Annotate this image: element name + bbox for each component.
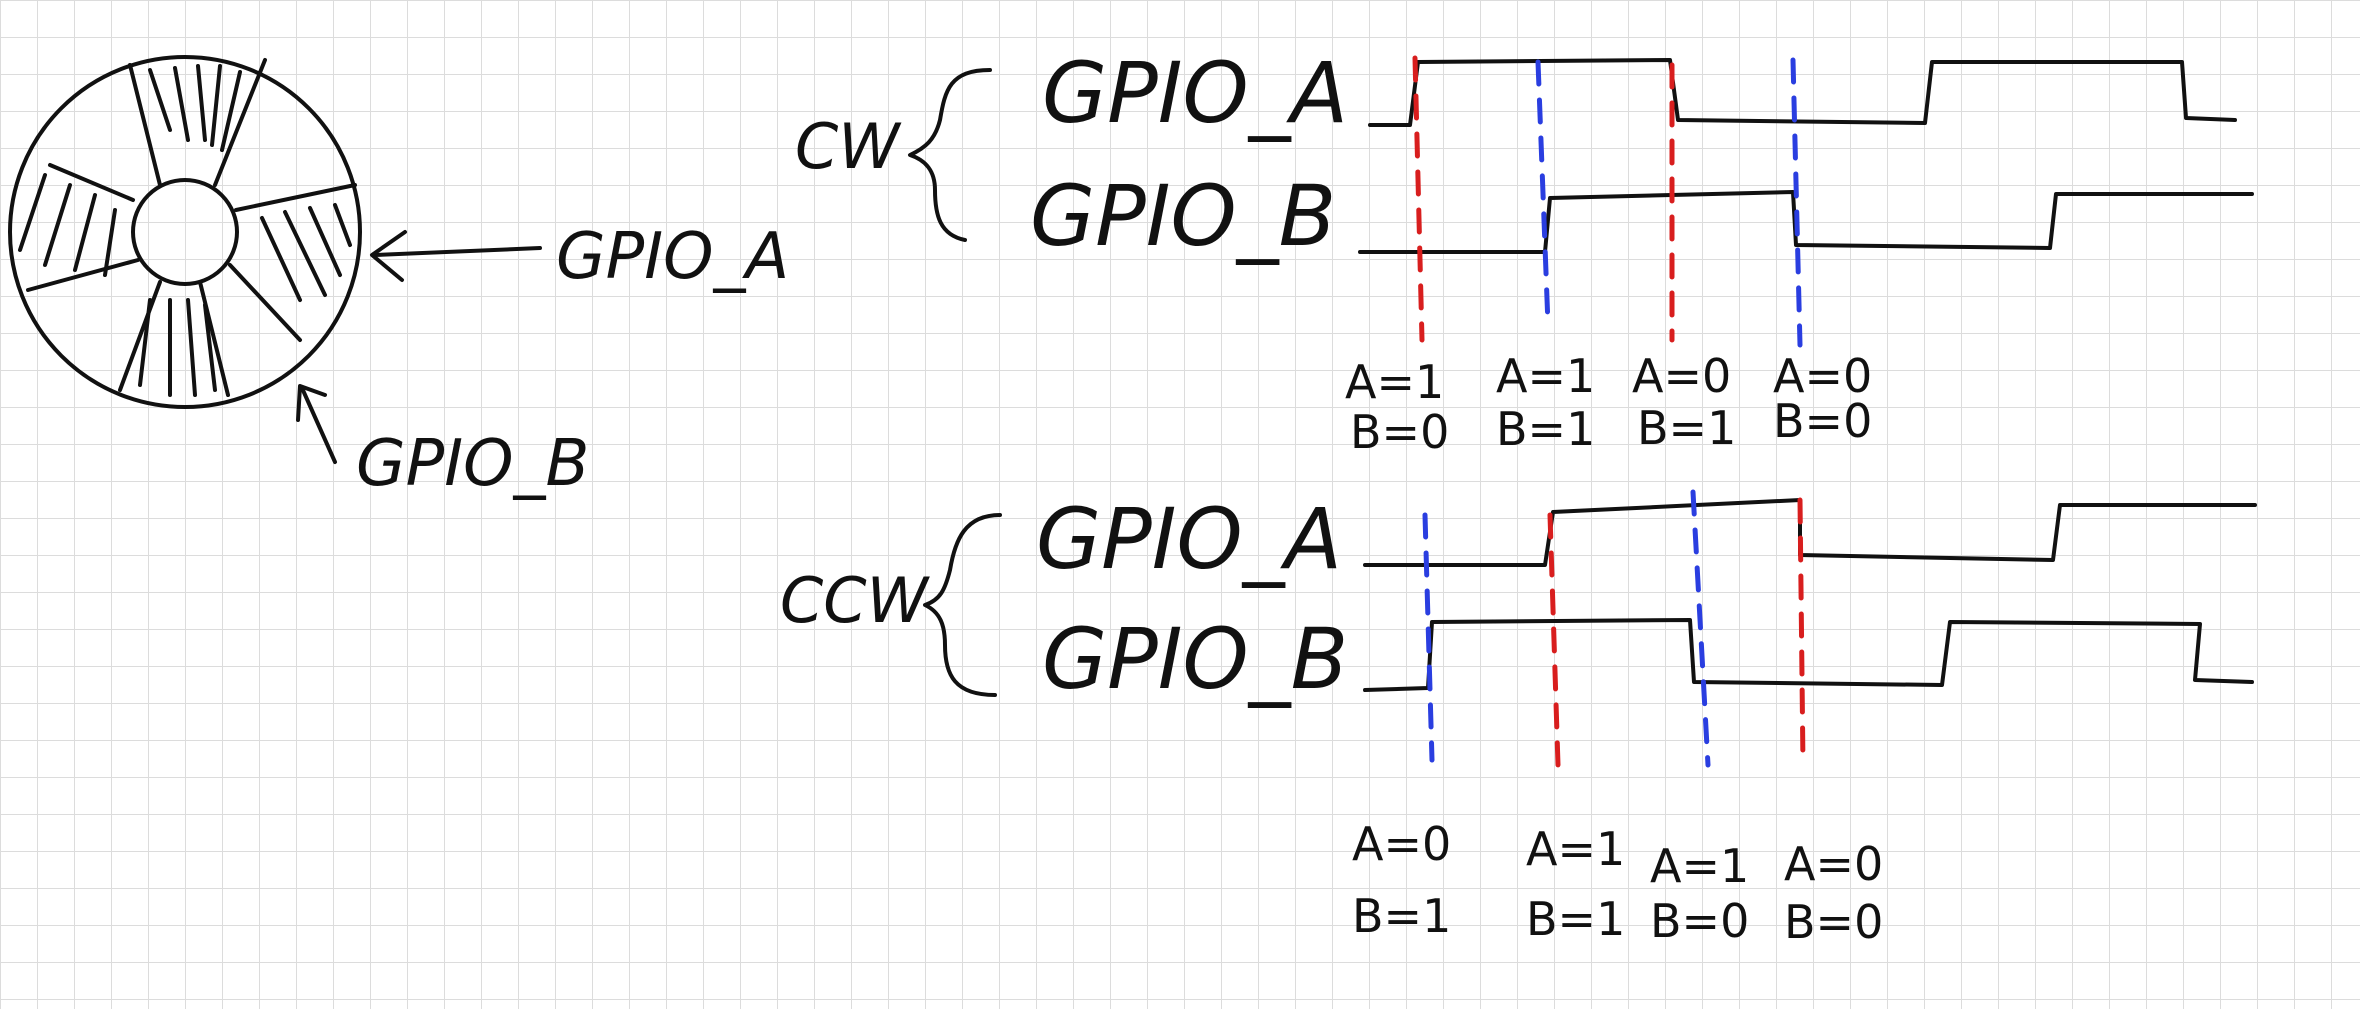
ccw-gpio-a-label: GPIO_A bbox=[1036, 490, 1342, 588]
ccw-state-2: A=1 B=1 bbox=[1526, 822, 1625, 946]
ccw-direction-label: CCW bbox=[780, 564, 931, 637]
cw-state-3-b: B=1 bbox=[1637, 401, 1736, 455]
cw-state-1-a: A=1 bbox=[1345, 355, 1444, 409]
cw-state-3: A=0 B=1 bbox=[1632, 349, 1736, 455]
ccw-state-1-a: A=0 bbox=[1352, 817, 1451, 871]
ccw-waveform-a bbox=[1363, 498, 2257, 567]
ccw-state-4-b: B=0 bbox=[1784, 895, 1883, 949]
encoder-hatching bbox=[18, 64, 352, 397]
ccw-state-2-b: B=1 bbox=[1526, 892, 1625, 946]
cw-waveform-b bbox=[1358, 190, 2254, 254]
cw-brace bbox=[908, 68, 992, 242]
ccw-state-3-a: A=1 bbox=[1650, 839, 1749, 893]
ccw-marker-1 bbox=[1422, 512, 1435, 763]
ccw-marker-3 bbox=[1690, 489, 1711, 768]
ccw-state-3-b: B=0 bbox=[1650, 894, 1749, 948]
ccw-state-1: A=0 B=1 bbox=[1352, 817, 1451, 943]
cw-marker-4 bbox=[1790, 57, 1803, 348]
ccw-state-2-a: A=1 bbox=[1526, 822, 1625, 876]
cw-state-2-a: A=1 bbox=[1496, 349, 1595, 403]
cw-direction-label: CW bbox=[795, 110, 902, 183]
cw-state-4-a: A=0 bbox=[1773, 349, 1872, 403]
cw-marker-1 bbox=[1412, 55, 1425, 343]
ccw-section: CCW GPIO_A GPIO_B A=0 B=1 A=1 B=1 A=1 B=… bbox=[780, 489, 2257, 949]
ccw-state-1-b: B=1 bbox=[1352, 889, 1451, 943]
cw-state-2-b: B=1 bbox=[1496, 402, 1595, 456]
encoder-spokes bbox=[26, 58, 357, 397]
cw-state-1-b: B=0 bbox=[1350, 405, 1449, 459]
cw-state-3-a: A=0 bbox=[1632, 349, 1731, 403]
ccw-state-3: A=1 B=0 bbox=[1650, 839, 1749, 948]
ccw-marker-4 bbox=[1797, 497, 1806, 768]
cw-state-4-b: B=0 bbox=[1773, 394, 1872, 448]
cw-state-4: A=0 B=0 bbox=[1773, 349, 1872, 448]
encoder-hub bbox=[131, 178, 239, 286]
encoder-wheel: GPIO_A GPIO_B bbox=[8, 55, 789, 501]
cw-section: CW GPIO_A GPIO_B A=1 B=0 A=1 B=1 A=0 B=1… bbox=[795, 44, 2254, 459]
ccw-state-4-a: A=0 bbox=[1784, 837, 1883, 891]
ccw-brace bbox=[923, 513, 1002, 697]
ccw-gpio-b-label: GPIO_B bbox=[1042, 610, 1348, 708]
cw-state-2: A=1 B=1 bbox=[1496, 349, 1595, 456]
ccw-state-4: A=0 B=0 bbox=[1784, 837, 1883, 949]
cw-marker-2 bbox=[1535, 59, 1551, 328]
cw-waveform-a bbox=[1368, 58, 2237, 127]
encoder-label-gpio-a: GPIO_A bbox=[556, 220, 789, 294]
ccw-marker-2 bbox=[1547, 512, 1561, 768]
cw-state-1: A=1 B=0 bbox=[1345, 355, 1449, 459]
encoder-label-gpio-b: GPIO_B bbox=[356, 427, 589, 501]
arrow-to-gpio-b bbox=[296, 384, 337, 464]
encoder-outer-ring bbox=[8, 55, 362, 409]
cw-gpio-a-label: GPIO_A bbox=[1042, 44, 1348, 142]
arrow-to-gpio-a bbox=[370, 230, 542, 282]
cw-gpio-b-label: GPIO_B bbox=[1030, 167, 1336, 265]
ccw-waveform-b bbox=[1363, 618, 2254, 692]
